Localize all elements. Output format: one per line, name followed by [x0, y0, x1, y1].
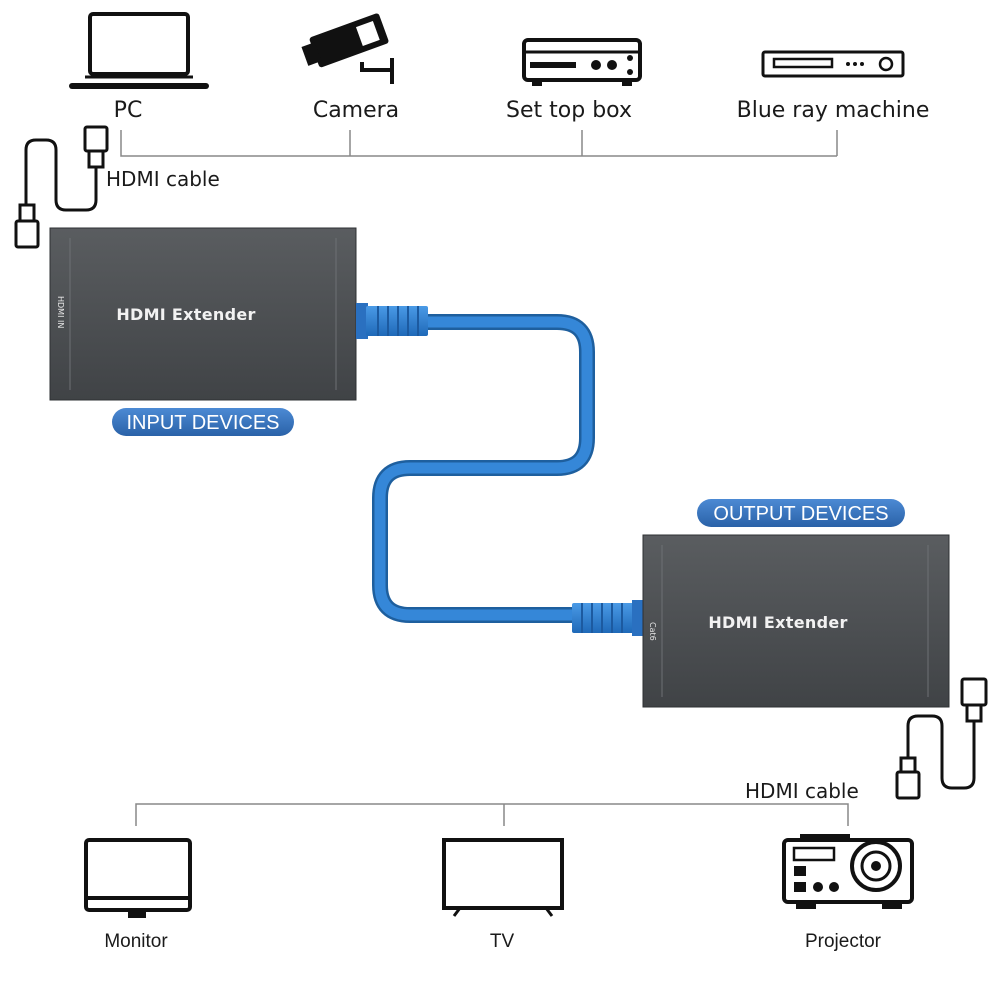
tv-icon: [442, 838, 564, 917]
display-label-tv: TV: [490, 931, 515, 952]
source-label-blue-ray: Blue ray machine: [737, 98, 930, 123]
transmitter-port-label: HDMI IN: [56, 296, 65, 328]
transmitter-title: HDMI Extender: [116, 305, 255, 324]
blu-ray-player-icon: [761, 50, 905, 78]
output-devices-label: OUTPUT DEVICES: [713, 503, 888, 525]
hdmi-cable-icon: [14, 125, 109, 249]
source-label-set-top-box: Set top box: [506, 98, 632, 123]
source-label-pc: PC: [114, 98, 143, 123]
output-devices-badge: [697, 499, 905, 527]
projector-icon: [782, 834, 914, 909]
cctv-camera-icon: [301, 13, 394, 84]
hdmi-cable-icon: [895, 677, 988, 800]
set-top-box-icon: [522, 38, 642, 86]
receiver-port-label: Cat6: [648, 622, 657, 641]
source-label-camera: Camera: [313, 98, 399, 123]
extender-transmitter: [49, 227, 357, 401]
hdmi-cable-label-bottom: HDMI cable: [745, 779, 859, 803]
rj45-plug-transmitter: [356, 303, 428, 339]
monitor-icon: [84, 838, 192, 918]
display-label-monitor: Monitor: [104, 931, 168, 952]
cat6-cable: [372, 314, 595, 623]
receiver-title: HDMI Extender: [708, 613, 847, 632]
input-devices-badge: [112, 408, 294, 436]
output-connector-line: [135, 803, 849, 826]
extender-receiver: [642, 534, 950, 708]
hdmi-cable-label-top: HDMI cable: [106, 167, 220, 191]
display-label-projector: Projector: [805, 931, 882, 952]
laptop-icon: [69, 12, 209, 89]
input-devices-label: INPUT DEVICES: [127, 412, 280, 434]
rj45-plug-receiver: [572, 600, 644, 636]
input-connector-line: [120, 130, 838, 157]
